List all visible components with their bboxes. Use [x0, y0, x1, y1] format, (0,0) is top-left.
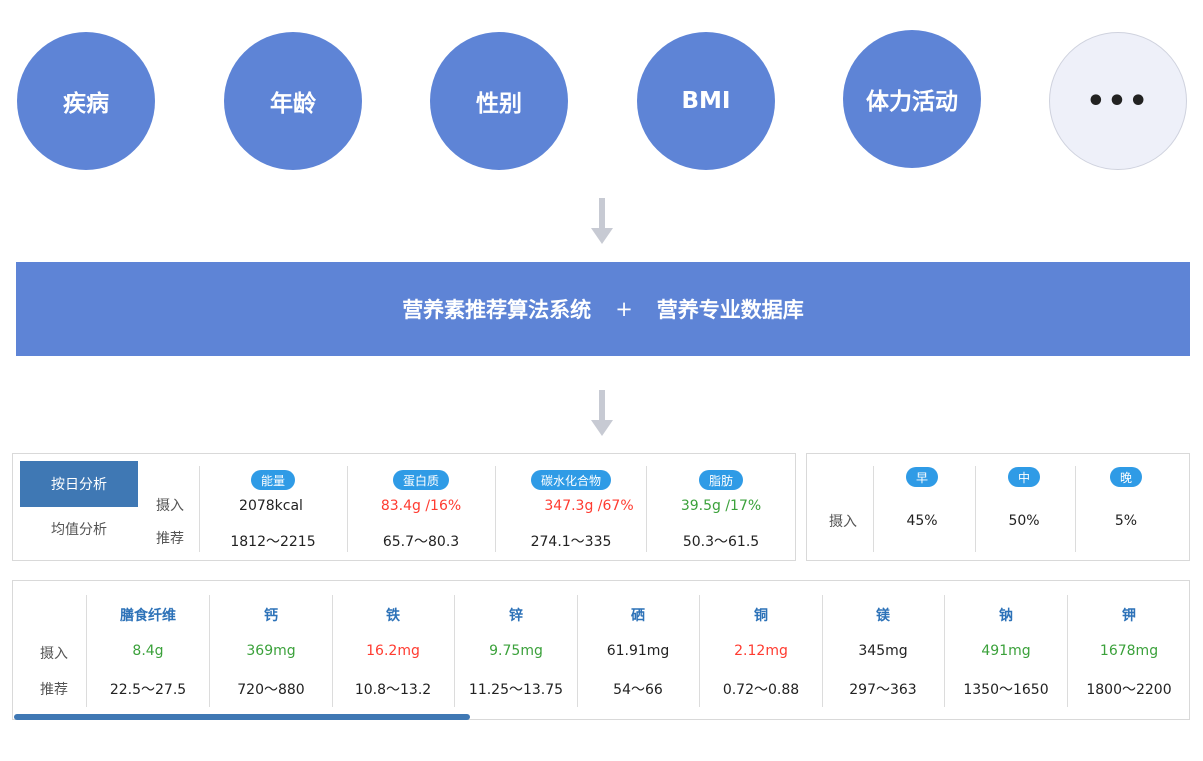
scrollbar-thumb[interactable] [14, 714, 470, 720]
factor-disease[interactable]: 疾病 [17, 32, 155, 170]
tab-average-analysis[interactable]: 均值分析 [51, 522, 107, 538]
divider [975, 466, 976, 552]
intake-fat: 39.5g /17% [680, 498, 762, 514]
meal-value-breakfast: 45% [906, 513, 938, 529]
factor-label: 疾病 [63, 91, 109, 117]
divider [873, 466, 874, 552]
intake-carbohydrate: 347.3g /67% [544, 498, 634, 514]
recommend-carbohydrate: 274.1～335 [530, 534, 612, 550]
meal-pill-lunch: 中 [1007, 467, 1041, 487]
divider [944, 595, 945, 707]
more-icon: ••• [1086, 83, 1150, 119]
row-label-intake: 摄入 [156, 498, 184, 514]
recommend-zinc: 11.25～13.75 [468, 682, 564, 698]
intake-protein: 83.4g /16% [380, 498, 462, 514]
factor-activity[interactable]: 体力活动 [843, 30, 981, 168]
nutrient-header-calcium: 钙 [264, 608, 278, 624]
recommend-iron: 10.8～13.2 [354, 682, 432, 698]
more-factors-button[interactable]: ••• [1049, 32, 1187, 170]
daily-analysis-panel: 按日分析 均值分析 摄入 推荐 能量 2078kcal 1812～2215 蛋白… [12, 453, 796, 561]
recommend-sodium: 1350～1650 [963, 682, 1049, 698]
row-label-intake: 摄入 [829, 514, 857, 530]
divider [1075, 466, 1076, 552]
nutrient-header-sodium: 钠 [999, 608, 1013, 624]
nutrient-pill-protein: 蛋白质 [392, 470, 450, 490]
database-label: 营养专业数据库 [656, 298, 804, 322]
row-label-intake: 摄入 [40, 646, 68, 662]
factor-label: 年龄 [270, 91, 316, 117]
intake-copper: 2.12mg [734, 643, 788, 659]
divider [332, 595, 333, 707]
divider [495, 466, 496, 552]
intake-potassium: 1678mg [1099, 643, 1159, 659]
intake-zinc: 9.75mg [489, 643, 543, 659]
nutrient-header-potassium: 钾 [1122, 608, 1136, 624]
divider [199, 466, 200, 552]
meal-value-lunch: 50% [1008, 513, 1040, 529]
intake-calcium: 369mg [246, 643, 296, 659]
recommend-calcium: 720～880 [237, 682, 305, 698]
algorithm-system-label: 营养素推荐算法系统 [402, 298, 592, 322]
tab-daily-analysis[interactable]: 按日分析 [20, 461, 138, 507]
divider [1067, 595, 1068, 707]
intake-iron: 16.2mg [366, 643, 420, 659]
meal-distribution-panel: 摄入 早 45% 中 50% 晚 5% [806, 453, 1190, 561]
factor-label: 体力活动 [866, 89, 958, 115]
nutrient-pill-energy: 能量 [250, 470, 296, 490]
nutrient-header-iron: 铁 [386, 608, 400, 624]
divider [577, 595, 578, 707]
divider [699, 595, 700, 707]
factor-label: 性别 [476, 91, 522, 117]
row-label-recommend: 推荐 [40, 682, 68, 698]
factor-age[interactable]: 年龄 [224, 32, 362, 170]
recommend-potassium: 1800～2200 [1086, 682, 1172, 698]
recommend-fiber: 22.5～27.5 [109, 682, 187, 698]
nutrient-header-fiber: 膳食纤维 [120, 608, 176, 624]
recommend-selenium: 54～66 [613, 682, 663, 698]
intake-energy: 2078kcal [239, 498, 303, 514]
intake-fiber: 8.4g [132, 643, 164, 659]
divider [822, 595, 823, 707]
algorithm-banner: 营养素推荐算法系统 + 营养专业数据库 [16, 262, 1190, 356]
intake-magnesium: 345mg [858, 643, 908, 659]
factor-label: BMI [681, 88, 731, 114]
meal-pill-breakfast: 早 [905, 467, 939, 487]
factor-gender[interactable]: 性别 [430, 32, 568, 170]
divider [86, 595, 87, 707]
intake-selenium: 61.91mg [606, 643, 670, 659]
divider [209, 595, 210, 707]
nutrient-header-zinc: 锌 [509, 608, 523, 624]
recommend-energy: 1812～2215 [230, 534, 316, 550]
nutrient-header-copper: 铜 [754, 608, 768, 624]
recommend-fat: 50.3～61.5 [682, 534, 760, 550]
meal-value-dinner: 5% [1114, 513, 1138, 529]
plus-sign: + [615, 297, 633, 321]
arrow-down-icon [591, 390, 613, 436]
recommend-protein: 65.7～80.3 [382, 534, 460, 550]
divider [347, 466, 348, 552]
nutrient-header-selenium: 硒 [631, 608, 645, 624]
recommend-magnesium: 297～363 [849, 682, 917, 698]
nutrient-pill-fat: 脂肪 [698, 470, 744, 490]
recommend-copper: 0.72～0.88 [722, 682, 800, 698]
row-label-recommend: 推荐 [156, 531, 184, 547]
factor-bmi[interactable]: BMI [637, 32, 775, 170]
nutrient-pill-carbohydrate: 碳水化合物 [530, 470, 612, 490]
divider [646, 466, 647, 552]
arrow-down-icon [591, 198, 613, 244]
micronutrient-panel: 摄入 推荐 膳食纤维 8.4g 22.5～27.5 钙 369mg 720～88… [12, 580, 1190, 720]
meal-pill-dinner: 晚 [1109, 467, 1143, 487]
nutrient-header-magnesium: 镁 [876, 608, 890, 624]
divider [454, 595, 455, 707]
intake-sodium: 491mg [981, 643, 1031, 659]
